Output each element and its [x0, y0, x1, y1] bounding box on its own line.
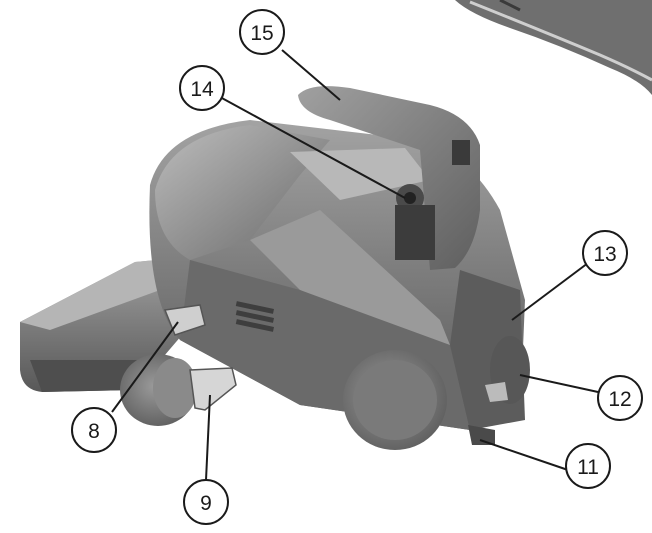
- callout-label: 8: [88, 420, 100, 443]
- callout-11: 11: [565, 443, 611, 489]
- callout-label: 12: [608, 388, 631, 411]
- callout-14: 14: [179, 65, 225, 111]
- callout-15: 15: [239, 9, 285, 55]
- caster-wheel: [120, 354, 197, 426]
- leader-line-13: [511, 262, 589, 321]
- leader-line-12: [519, 374, 599, 393]
- callout-circle: [565, 443, 611, 489]
- leader-line-11: [479, 439, 569, 471]
- callout-9: 9: [183, 479, 229, 525]
- callout-circle: [179, 65, 225, 111]
- callout-13: 13: [582, 230, 628, 276]
- callout-circle: [582, 230, 628, 276]
- callouts: 15 14 13 12 11 8 9: [71, 9, 643, 525]
- callout-label: 14: [190, 78, 214, 101]
- callout-circle: [597, 375, 643, 421]
- vent-grille: [235, 301, 275, 332]
- callout-label: 15: [250, 22, 273, 45]
- callout-circle: [183, 479, 229, 525]
- corner-fragment: [455, 0, 652, 95]
- front-foot: [468, 382, 508, 445]
- callout-label: 13: [593, 243, 616, 266]
- callout-12: 12: [597, 375, 643, 421]
- clamp-lever: [163, 304, 237, 411]
- leader-lines: [111, 49, 599, 481]
- mechanism: [395, 184, 435, 260]
- callout-label: 9: [200, 492, 212, 515]
- leader-line-14: [219, 96, 406, 199]
- callout-8: 8: [71, 407, 117, 453]
- leader-line-15: [281, 49, 341, 101]
- leader-line-8: [111, 321, 179, 413]
- callout-label: 11: [577, 456, 599, 479]
- leader-line-9: [205, 394, 211, 481]
- rear-wheel: [343, 350, 447, 450]
- callout-circle: [71, 407, 117, 453]
- callout-circle: [239, 9, 285, 55]
